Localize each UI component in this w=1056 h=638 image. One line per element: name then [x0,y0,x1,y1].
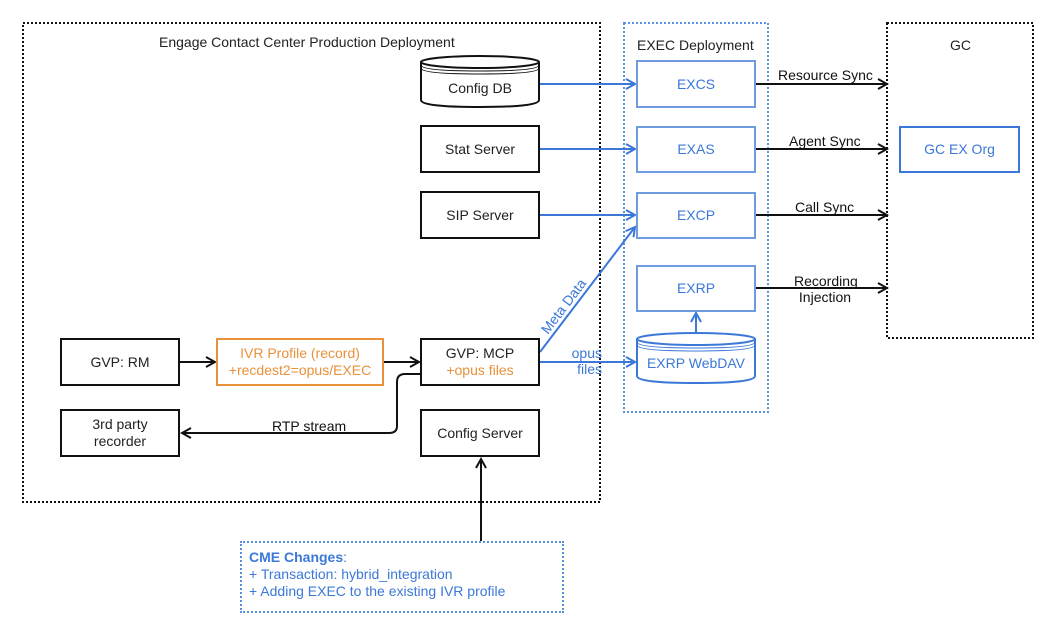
excp-node[interactable]: EXCP [636,192,756,239]
third-party-recorder-node[interactable]: 3rd party recorder [60,409,180,457]
cme-title: CME Changes [249,549,344,565]
engage-deployment-title: Engage Contact Center Production Deploym… [159,34,455,50]
config-db-node[interactable]: Config DB [448,79,512,96]
edge-meta-data [539,227,635,353]
cme-title-colon: : [343,549,348,565]
ivr-profile-title: IVR Profile (record) [240,345,360,361]
gc-ex-org-node[interactable]: GC EX Org [899,126,1020,173]
exrp-webdav-node[interactable]: EXRP WebDAV [646,354,746,371]
edge-rtp-stream [182,373,420,433]
gvp-rm-node[interactable]: GVP: RM [60,338,180,386]
engage-deployment-container [22,22,601,503]
third-party-line1: 3rd party [92,416,148,432]
gvp-mcp-title: GVP: MCP [445,345,515,361]
gc-container [886,22,1034,339]
exas-node[interactable]: EXAS [636,126,756,173]
exrp-node[interactable]: EXRP [636,265,756,312]
resource-sync-label: Resource Sync [778,67,873,83]
exec-deployment-title: EXEC Deployment [637,37,754,53]
ivr-profile-node[interactable]: IVR Profile (record) +recdest2=opus/EXEC [216,338,384,386]
recording-injection-label: Recording Injection [794,273,858,305]
cme-title-row: CME Changes: [249,549,555,566]
excs-node[interactable]: EXCS [636,60,756,108]
opus-files-label: opus files [562,345,602,377]
recording-injection-line2: Injection [798,289,852,305]
agent-sync-label: Agent Sync [789,133,861,149]
call-sync-label: Call Sync [795,199,855,215]
config-db-cylinder [420,55,540,109]
cme-changes-note: CME Changes: + Transaction: hybrid_integ… [240,541,564,613]
sip-server-node[interactable]: SIP Server [420,191,540,239]
exrp-webdav-cylinder [636,332,756,385]
config-server-node[interactable]: Config Server [420,409,540,457]
cme-item: + Adding EXEC to the existing IVR profil… [249,583,506,599]
opus-files-line1: opus [571,345,602,361]
cme-item: + Transaction: hybrid_integration [249,566,453,582]
rtp-stream-label: RTP stream [272,418,347,434]
gc-title: GC [950,37,971,53]
recording-injection-line1: Recording [794,273,858,289]
third-party-line2: recorder [93,433,147,449]
gvp-mcp-node[interactable]: GVP: MCP +opus files [420,338,540,386]
gvp-mcp-opus: +opus files [446,362,514,378]
stat-server-node[interactable]: Stat Server [420,125,540,173]
opus-files-line2: files [577,361,602,377]
meta-data-label: Meta Data [538,275,590,336]
exec-deployment-container [623,22,769,413]
ivr-profile-recdest: +recdest2=opus/EXEC [228,362,372,378]
